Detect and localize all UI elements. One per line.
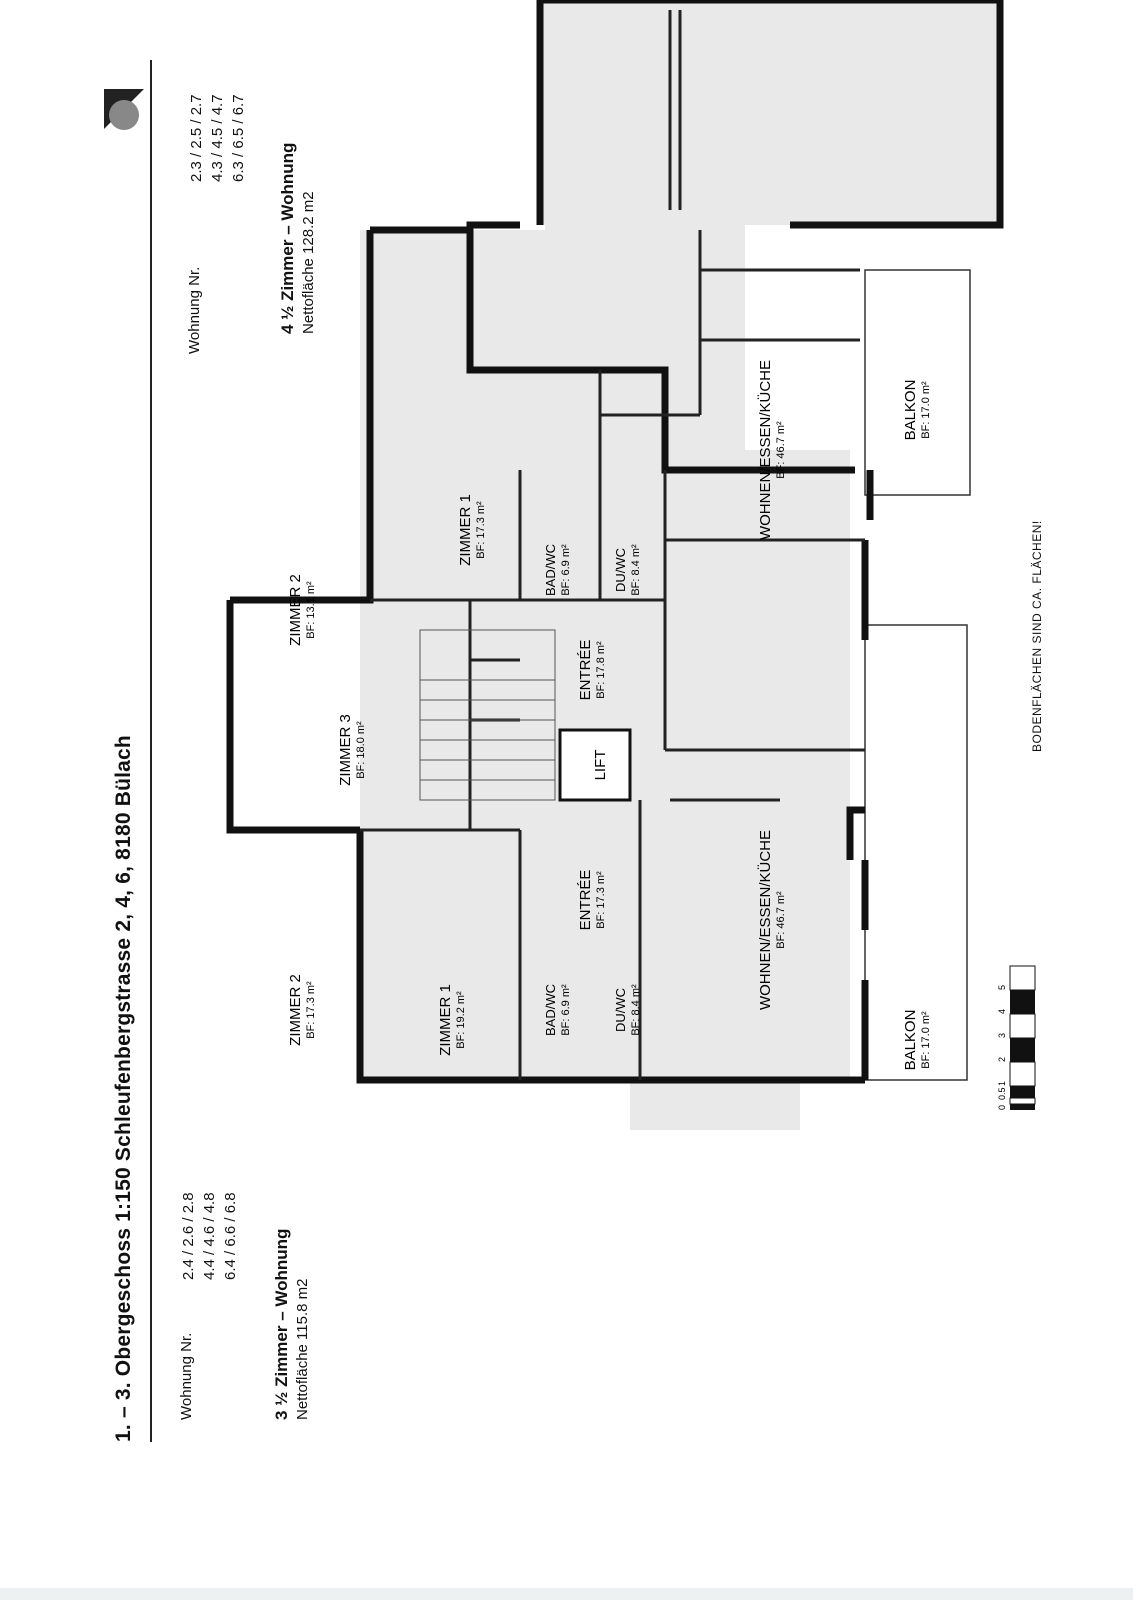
room-zimmer1-a-bf: BF: 19.2 m² — [455, 991, 467, 1049]
room-zimmer2-b-bf: BF: 13.1 m² — [305, 581, 317, 639]
room-badwc-a-bf: BF: 6.9 m² — [560, 984, 572, 1036]
room-wohnen-b-name: WOHNEN/ESSEN/KÜCHE — [756, 360, 774, 540]
room-wohnen-a-name: WOHNEN/ESSEN/KÜCHE — [756, 830, 774, 1010]
room-badwc-a-name: BAD/WC — [543, 984, 558, 1036]
scale-tick: 2 — [997, 1057, 1007, 1062]
interior-walls — [360, 10, 865, 1080]
room-entree-b-name: ENTRÉE — [577, 640, 594, 701]
area-note: BODENFLÄCHEN SIND CA. FLÄCHEN! — [1030, 520, 1044, 752]
scale-tick: 1 — [997, 1081, 1007, 1086]
room-entree-b-bf: BF: 17.8 m² — [595, 641, 607, 699]
room-entree-a-name: ENTRÉE — [577, 870, 594, 931]
scale-tick: 0 — [997, 1105, 1007, 1110]
room-zimmer2-b-name: ZIMMER 2 — [287, 574, 304, 646]
room-zimmer2-a-bf: BF: 17.3 m² — [305, 981, 317, 1039]
room-balkon-a-bf: BF: 17.0 m² — [920, 1011, 932, 1069]
room-entree-a-bf: BF: 17.3 m² — [595, 871, 607, 929]
room-duwc-b-bf: BF: 8.4 m² — [630, 544, 642, 596]
scale-tick: 0.5 — [997, 1087, 1007, 1100]
room-badwc-b-bf: BF: 6.9 m² — [560, 544, 572, 596]
scale-tick: 3 — [997, 1033, 1007, 1038]
scale-bar: 0 0.5 1 2 3 4 5 — [997, 965, 1036, 1110]
room-duwc-a-name: DU/WC — [613, 988, 628, 1032]
room-zimmer3-b-bf: BF: 18.0 m² — [355, 721, 367, 779]
balcony-outlines — [864, 269, 971, 1081]
room-balkon-b-name: BALKON — [902, 380, 919, 441]
staircase — [419, 629, 556, 801]
lift-shaft — [558, 728, 632, 802]
room-balkon-b-bf: BF: 17.0 m² — [920, 381, 932, 439]
floor-fill — [360, 0, 1000, 1130]
scale-tick: 5 — [997, 985, 1007, 990]
room-zimmer1-a-name: ZIMMER 1 — [437, 984, 454, 1056]
room-zimmer1-b-bf: BF: 17.3 m² — [475, 501, 487, 559]
company-logo — [104, 89, 144, 130]
room-zimmer3-b-name: ZIMMER 3 — [337, 714, 354, 786]
room-duwc-b-name: DU/WC — [613, 548, 628, 592]
scale-tick: 4 — [997, 1009, 1007, 1014]
room-balkon-a-name: BALKON — [902, 1010, 919, 1071]
room-badwc-b-name: BAD/WC — [543, 544, 558, 596]
room-zimmer2-a-name: ZIMMER 2 — [287, 974, 304, 1046]
room-zimmer1-b-name: ZIMMER 1 — [457, 494, 474, 566]
room-duwc-a-bf: BF: 8.4 m² — [630, 984, 642, 1036]
room-wohnen-a-bf: BF: 46.7 m² — [775, 891, 787, 949]
room-wohnen-b-bf: BF: 46.7 m² — [775, 421, 787, 479]
bottom-strip — [0, 1588, 1133, 1600]
room-lift-name: LIFT — [592, 750, 609, 781]
